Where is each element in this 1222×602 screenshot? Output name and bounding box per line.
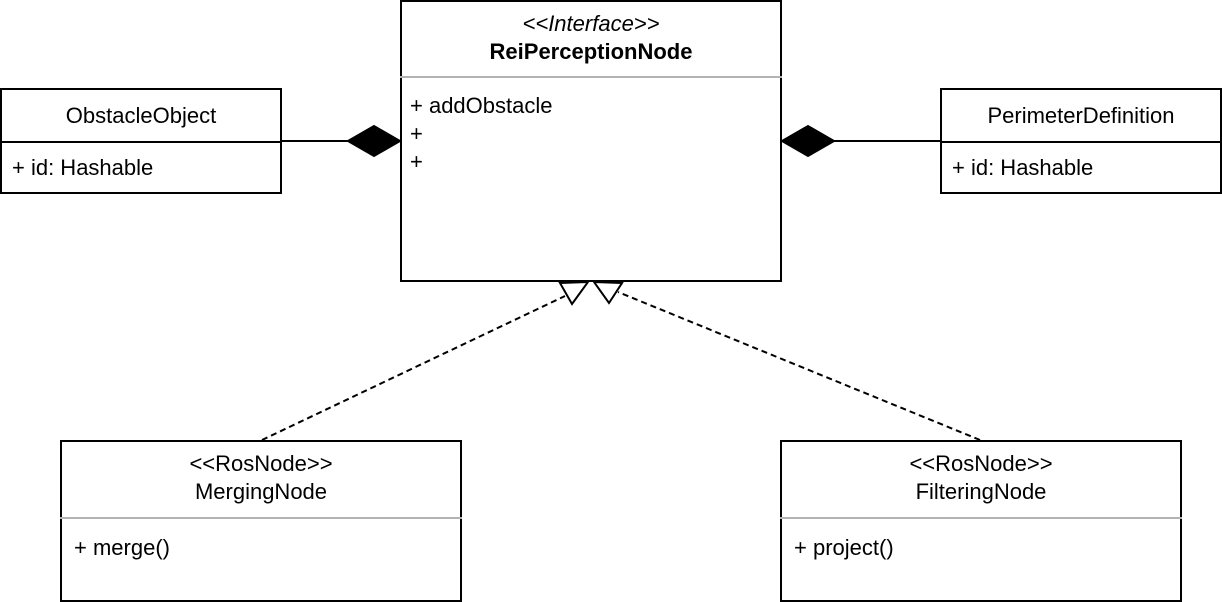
- class-divider: [780, 517, 1182, 519]
- class-divider: [0, 141, 282, 143]
- class-obstacleobject[interactable]: ObstacleObject + id: Hashable: [0, 88, 282, 194]
- interface-stereotype: <<Interface>>: [522, 11, 660, 36]
- member-add-obstacle: + addObstacle: [410, 93, 553, 118]
- member-merge: + merge(): [74, 535, 170, 560]
- class-perimeterdefinition[interactable]: PerimeterDefinition + id: Hashable: [940, 88, 1222, 194]
- class-name: ObstacleObject: [65, 103, 217, 128]
- class-divider: [400, 76, 782, 78]
- class-stereotype: <<RosNode>>: [909, 451, 1053, 476]
- composition-diamond-obstacle: [345, 124, 403, 158]
- realization-edge-merging: [261, 295, 566, 441]
- class-mergingnode[interactable]: <<RosNode>> MergingNode + merge(): [60, 440, 462, 602]
- member-project: + project(): [794, 535, 894, 560]
- class-stereotype: <<RosNode>>: [189, 451, 333, 476]
- class-name: ReiPerceptionNode: [489, 39, 693, 64]
- class-reiperceptionnode[interactable]: <<Interface>> ReiPerceptionNode + addObs…: [400, 0, 782, 282]
- class-name: FilteringNode: [915, 479, 1047, 504]
- member-id: + id: Hashable: [952, 155, 1094, 180]
- class-divider: [940, 141, 1222, 143]
- realization-arrowhead-merging: [558, 280, 591, 306]
- member-placeholder: +: [410, 149, 423, 174]
- class-filteringnode[interactable]: <<RosNode>> FilteringNode + project(): [780, 440, 1182, 602]
- class-name: MergingNode: [194, 479, 328, 504]
- member-id: + id: Hashable: [12, 155, 154, 180]
- realization-arrowhead-filtering: [592, 280, 624, 305]
- class-divider: [60, 517, 462, 519]
- class-name: PerimeterDefinition: [987, 103, 1175, 128]
- realization-edge-filtering: [617, 291, 981, 441]
- composition-diamond-perimeter: [779, 124, 837, 158]
- member-placeholder: +: [410, 121, 423, 146]
